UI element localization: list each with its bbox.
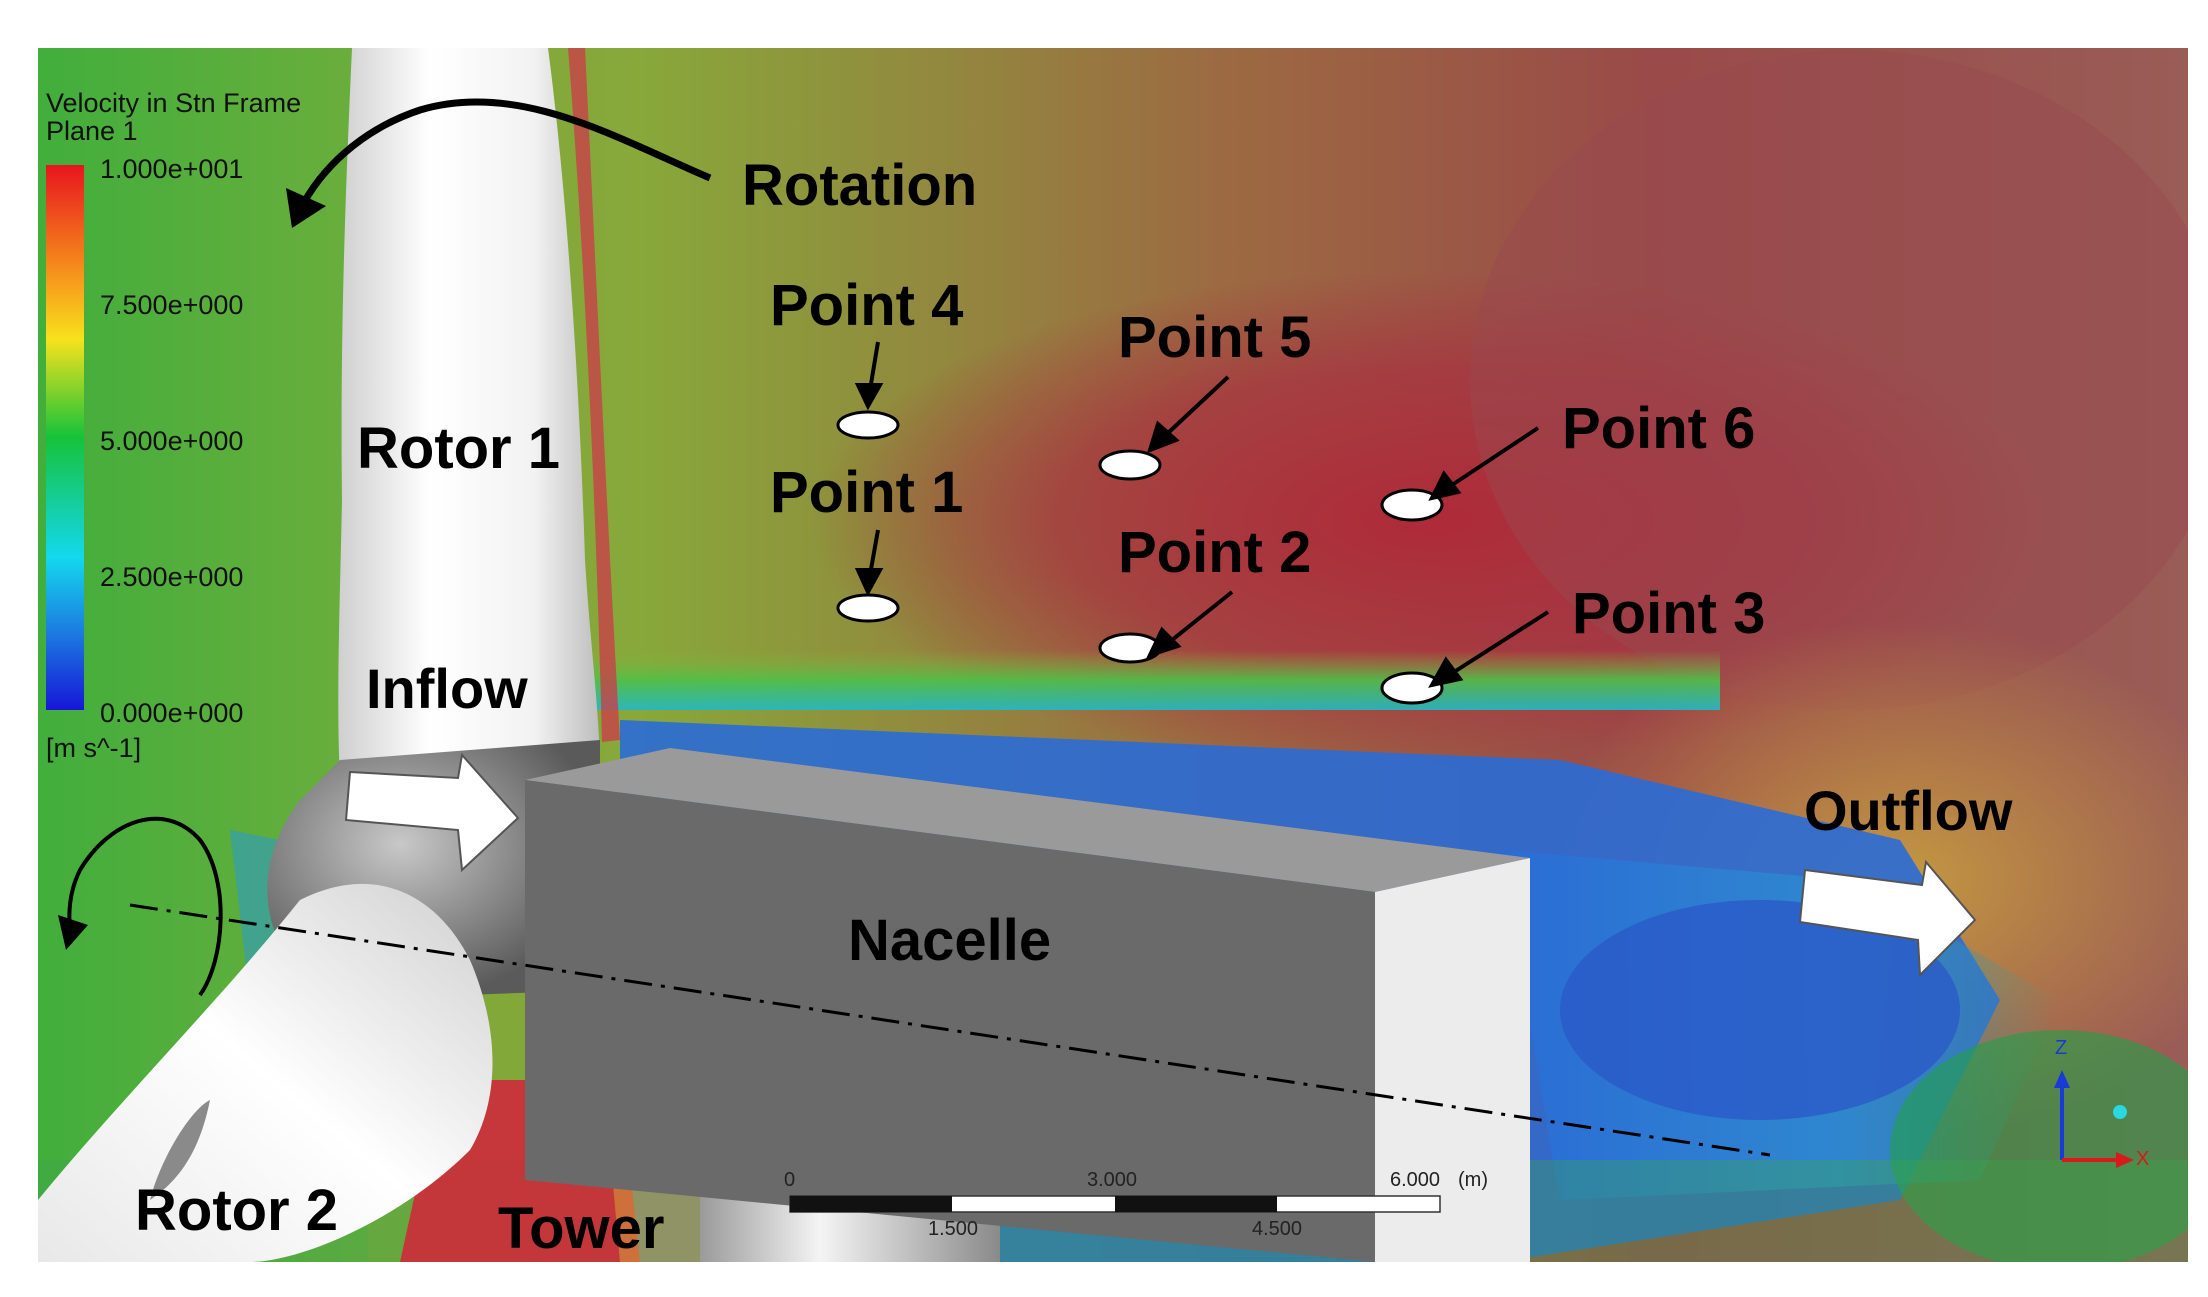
point-arrows (854, 341, 1550, 688)
scale-label-6000: 6.000 (1390, 1169, 1440, 1191)
legend-tick-max: 1.000e+001 (100, 154, 243, 184)
inflow-label: Inflow (366, 657, 528, 720)
legend-unit: [m s^-1] (46, 733, 141, 763)
point2-label: Point 2 (1118, 520, 1311, 585)
scale-label-1500: 1.500 (928, 1218, 978, 1240)
rotor1-label: Rotor 1 (357, 416, 560, 481)
inflow-arrow (344, 752, 520, 873)
axis-triad: Z X (2054, 1037, 2149, 1170)
point5-label: Point 5 (1118, 305, 1311, 370)
legend-tick-50: 5.000e+000 (100, 426, 243, 456)
point5-marker (1098, 449, 1162, 481)
rotor2-blade (38, 883, 493, 1262)
point1-marker (836, 593, 900, 623)
legend-tick-75: 7.500e+000 (100, 290, 243, 320)
point3-marker (1380, 671, 1444, 705)
scale-unit: (m) (1458, 1169, 1488, 1191)
point4-label: Point 4 (770, 273, 963, 338)
point3-label: Point 3 (1572, 581, 1765, 646)
scale-bar: 0 3.000 6.000 (m) 1.500 4.500 (784, 1169, 1488, 1240)
scale-label-3000: 3.000 (1087, 1169, 1137, 1191)
point4-marker (836, 410, 900, 440)
legend-tick-25: 2.500e+000 (100, 562, 243, 592)
nacelle-box (525, 748, 1530, 1262)
axis-rotation-arrow (67, 816, 223, 997)
tower-label: Tower (498, 1196, 665, 1261)
point2-marker (1098, 632, 1162, 664)
outflow-label: Outflow (1804, 779, 2013, 842)
scale-label-4500: 4.500 (1252, 1218, 1302, 1240)
scale-label-0: 0 (784, 1169, 795, 1191)
rotation-axis-line (129, 903, 1771, 1157)
legend-colorbar (46, 165, 84, 710)
legend-subtitle: Plane 1 (46, 116, 138, 146)
rotor2-label: Rotor 2 (135, 1178, 338, 1243)
rotation-label: Rotation (742, 153, 977, 218)
axis-x-label: X (2136, 1148, 2149, 1170)
rotor1-blade (338, 48, 600, 780)
rotation-arrow (296, 98, 712, 212)
velocity-legend: Velocity in Stn Frame Plane 1 1.000e+001… (46, 88, 301, 763)
nacelle-label: Nacelle (848, 908, 1051, 973)
point6-marker (1380, 488, 1444, 522)
legend-tick-min: 0.000e+000 (100, 698, 243, 728)
point6-label: Point 6 (1562, 396, 1755, 461)
outflow-arrow (1798, 859, 1977, 978)
legend-title: Velocity in Stn Frame (46, 88, 301, 118)
axis-z-label: Z (2055, 1037, 2067, 1059)
point1-label: Point 1 (770, 460, 963, 525)
